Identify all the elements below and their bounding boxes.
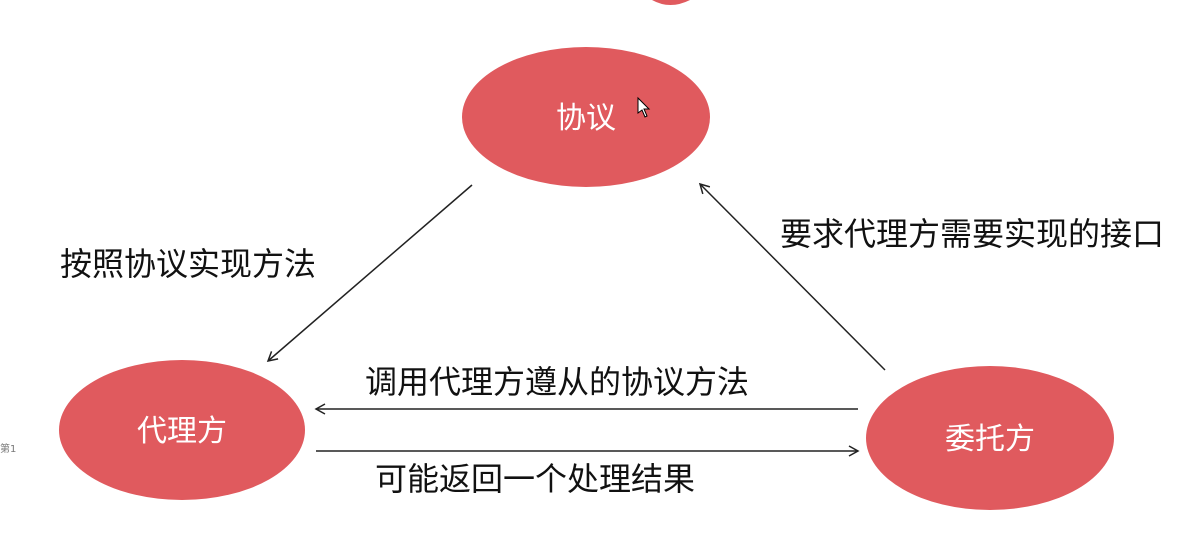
node-protocol-shape [462,47,710,187]
edge-delegator-to-protocol [698,182,886,371]
edge-label-return: 可能返回一个处理结果 [375,460,695,498]
edge-protocol-to-delegate [266,184,473,363]
node-delegate: 代理方 [59,360,305,500]
node-delegate-shape [59,360,305,500]
edge-label-implement: 按照协议实现方法 [60,245,316,283]
node-protocol: 协议 [462,47,710,187]
node-delegate-label: 代理方 [137,414,227,449]
node-delegator: 委托方 [866,366,1114,510]
corner-mark: 第1 [0,444,17,455]
edge-label-call: 调用代理方遵从的协议方法 [365,363,749,401]
node-delegator-shape [866,366,1114,510]
edge-label-require: 要求代理方需要实现的接口 [780,215,1164,253]
node-delegator-label: 委托方 [945,422,1035,457]
mouse-cursor-icon [637,96,651,118]
node-protocol-label: 协议 [556,101,616,136]
top-partial-shape [652,0,690,5]
